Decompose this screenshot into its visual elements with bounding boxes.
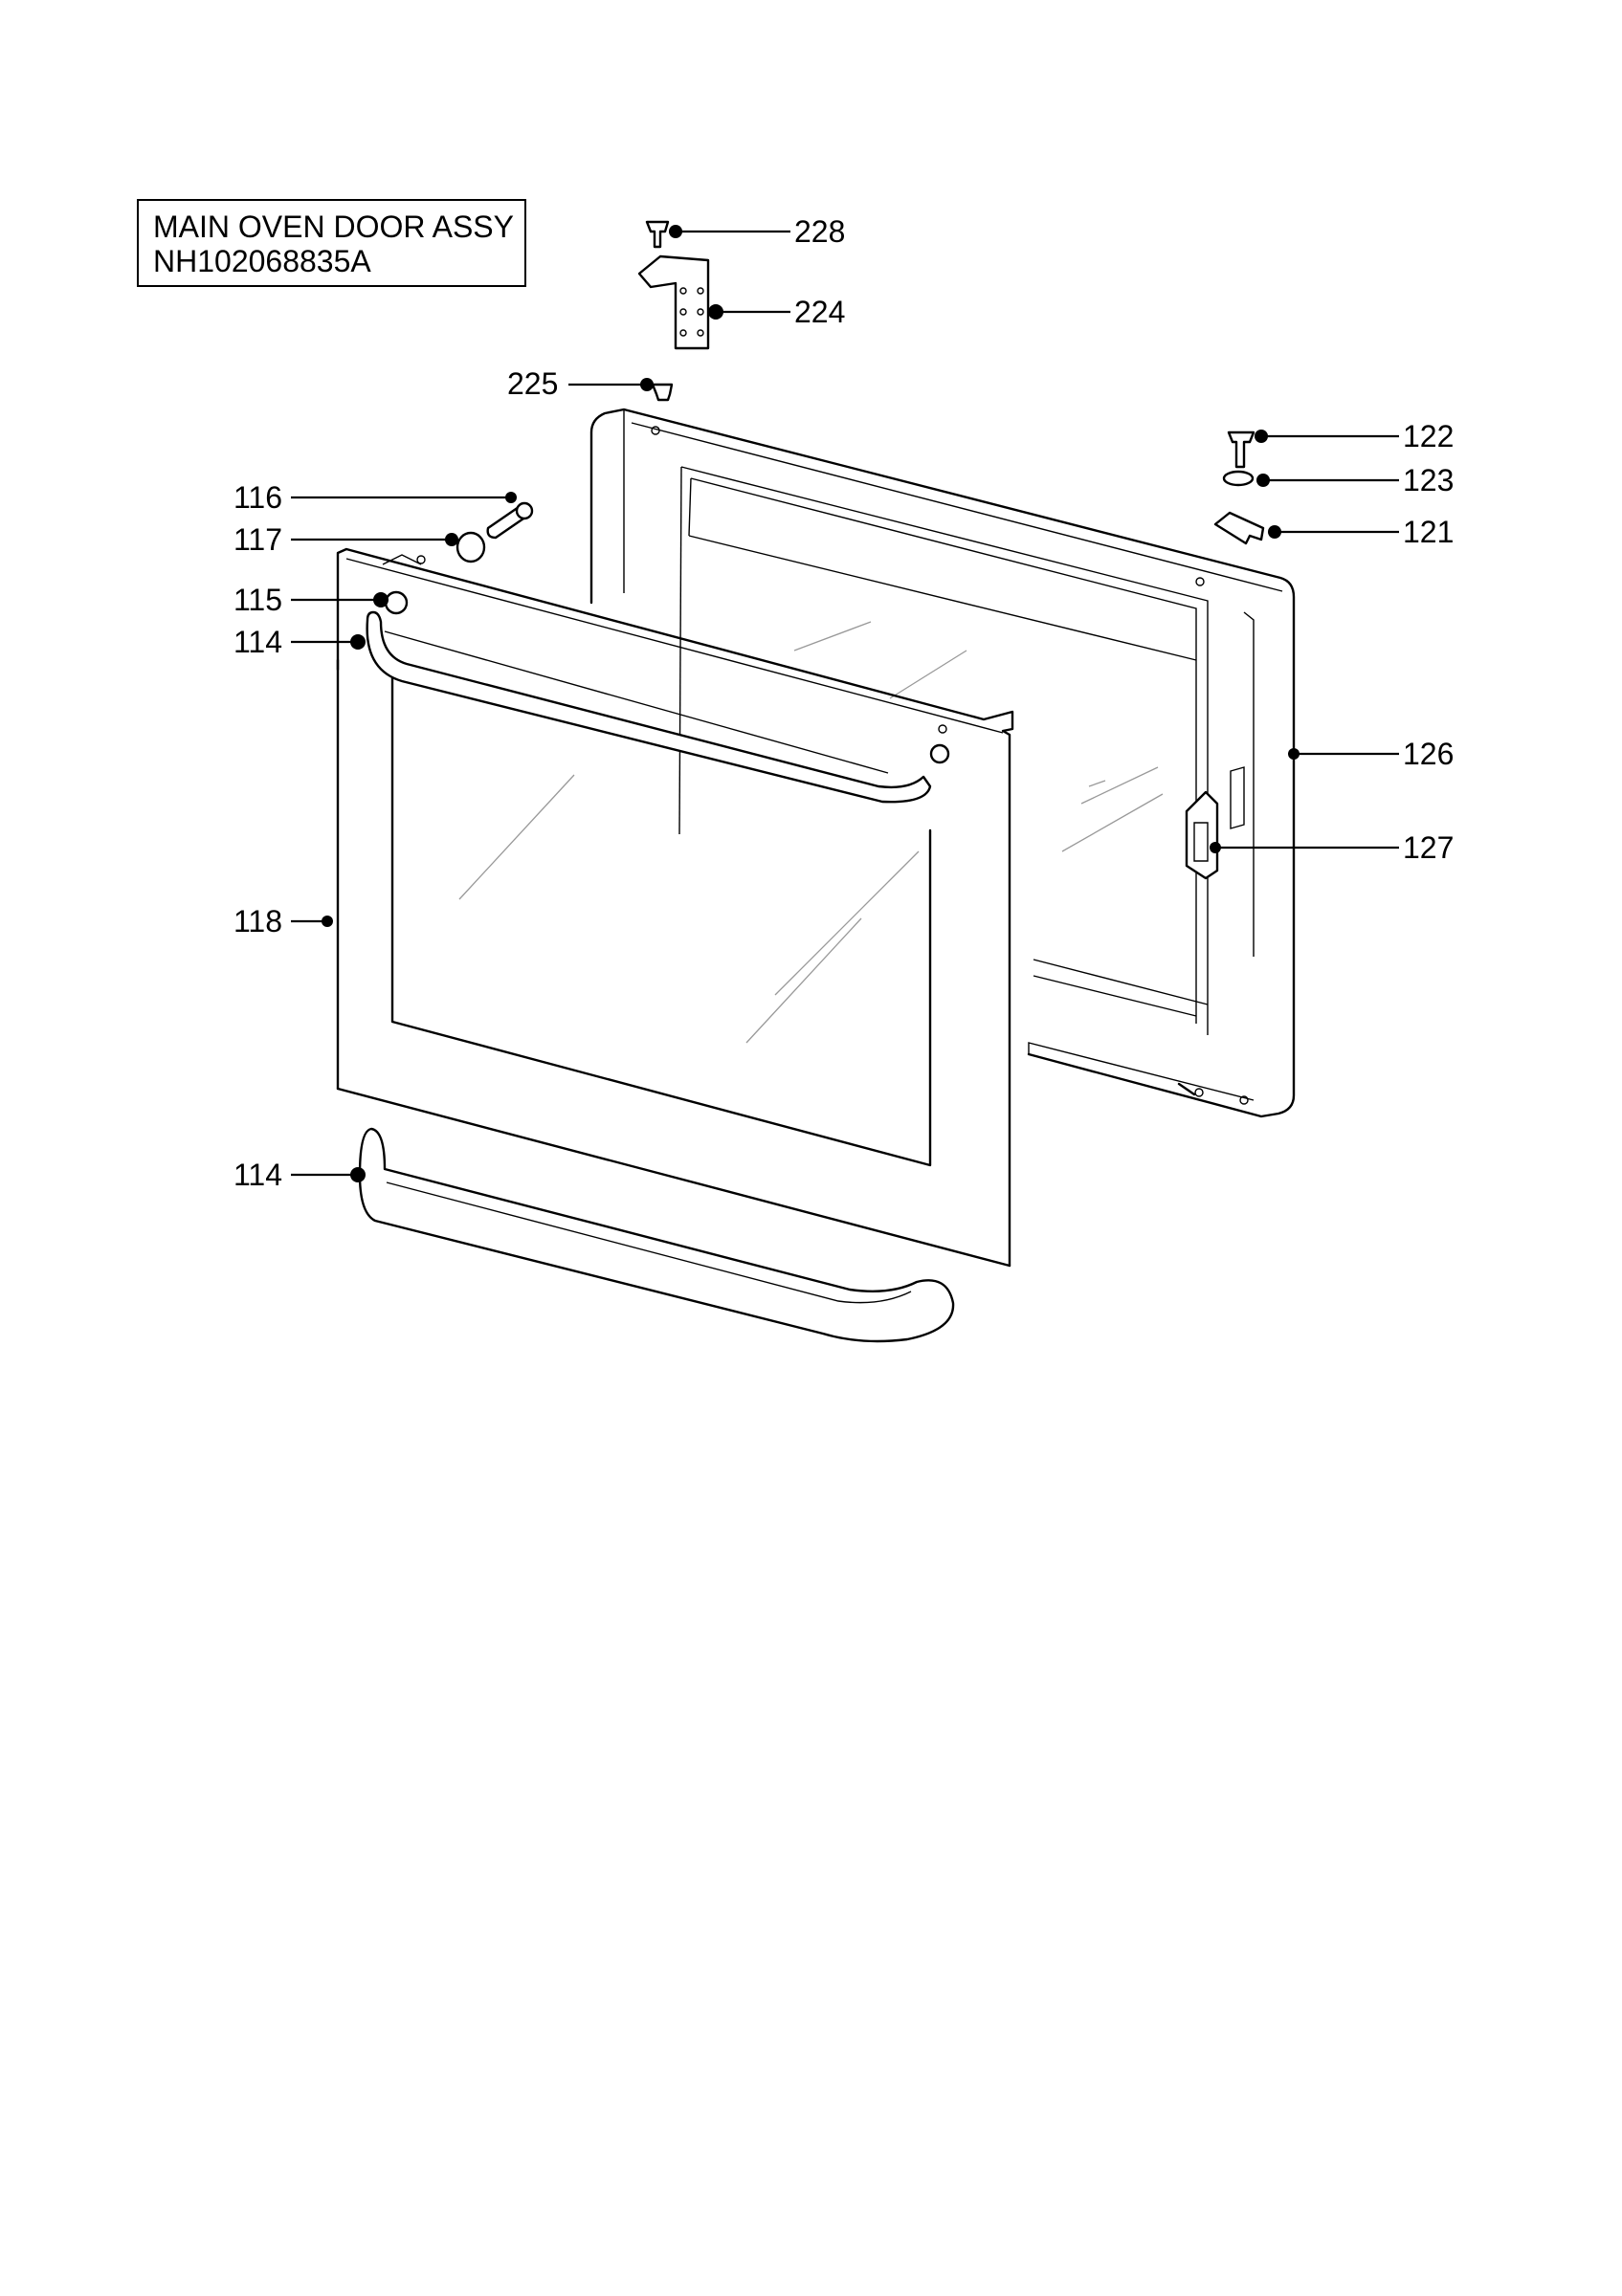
assembly-title: MAIN OVEN DOOR ASSY [153,210,514,244]
screw-228 [645,220,670,249]
front-door-panel [336,547,1014,1268]
callout-118: 118 [233,904,333,938]
rear-door-panel [589,408,1296,1118]
callout-225: 225 [507,366,654,401]
callout-116-label: 116 [233,480,282,515]
callout-118-label: 118 [233,904,282,938]
callout-122-label: 122 [1403,419,1454,453]
callout-127-label: 127 [1403,830,1454,865]
bracket-224 [637,254,710,350]
callout-121-label: 121 [1403,515,1454,549]
washer-123 [1222,470,1255,487]
callout-114-upper: 114 [233,625,366,659]
callout-115: 115 [233,583,389,617]
washer-117 [455,531,486,563]
callout-228-label: 228 [794,214,845,249]
callout-114-lower: 114 [233,1158,366,1192]
callout-123-label: 123 [1403,463,1454,497]
assembly-title-box: MAIN OVEN DOOR ASSY NH102068835A [137,199,526,287]
callout-117-label: 117 [233,522,282,557]
callout-224-label: 224 [794,295,845,329]
screw-116 [486,501,534,540]
callout-114-upper-label: 114 [233,625,282,659]
callout-225-label: 225 [507,366,558,401]
callout-224: 224 [708,295,845,329]
callout-228: 228 [669,214,845,249]
screw-122 [1227,430,1255,469]
callout-115-label: 115 [233,583,282,617]
callout-121: 121 [1268,515,1454,549]
plug-225 [651,383,674,402]
callout-114-lower-label: 114 [233,1158,282,1192]
callout-126-label: 126 [1403,737,1454,771]
callout-116: 116 [233,480,517,515]
callout-127: 127 [1210,830,1454,865]
assembly-part-number: NH102068835A [153,244,371,278]
callout-117: 117 [233,522,458,557]
callout-126: 126 [1288,737,1454,771]
upper-door-handle [366,590,950,804]
clip-121 [1213,511,1265,545]
hinge-block [1185,790,1219,880]
callout-122: 122 [1255,419,1454,453]
callout-123: 123 [1256,463,1454,497]
lower-door-handle [358,1127,955,1343]
